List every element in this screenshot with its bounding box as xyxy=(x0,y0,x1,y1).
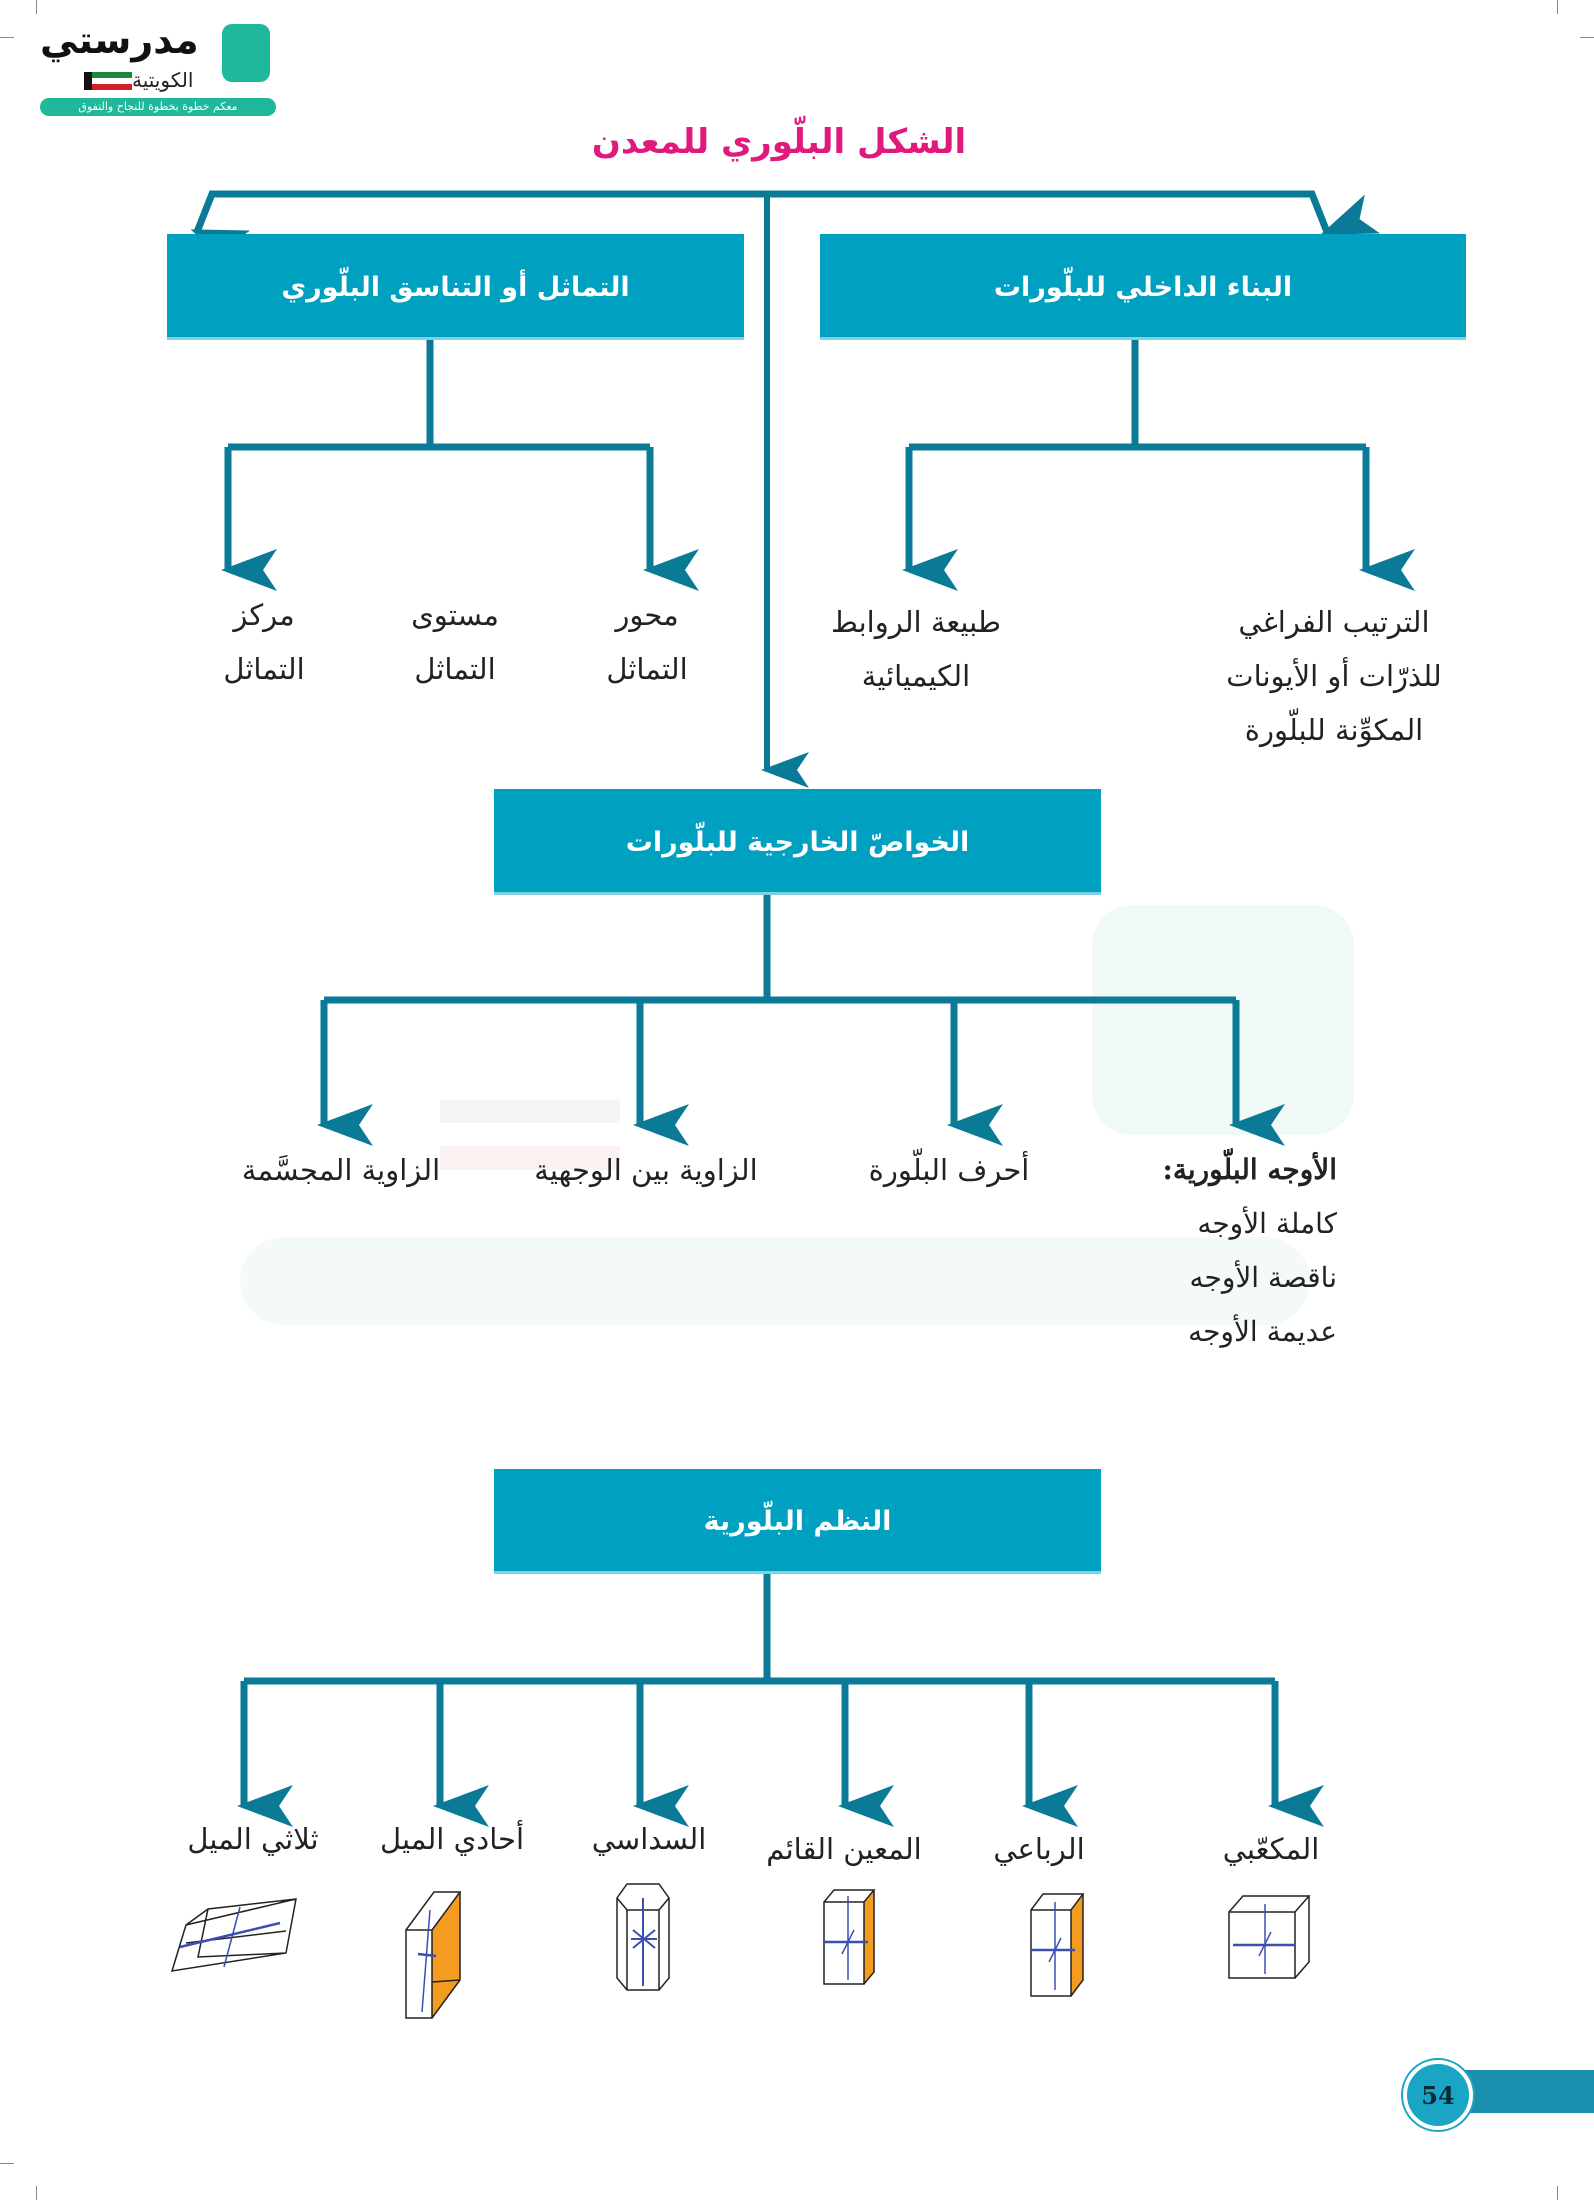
page-number-bar xyxy=(1455,2070,1594,2113)
external-branch xyxy=(324,895,1236,1004)
page-number: 54 xyxy=(1403,2060,1473,2130)
label-line: محور xyxy=(615,598,679,632)
system-hexagonal: السداسي xyxy=(591,1822,707,1856)
system-tetragonal: الرباعي xyxy=(993,1832,1085,1866)
kuwait-flag-icon xyxy=(84,72,132,90)
logo-slogan: معكم خطوة بخطوة للنجاح والتفوق xyxy=(40,98,276,116)
crop-mark xyxy=(36,2186,37,2200)
faces-item: ناقصة الأوجه xyxy=(1189,1261,1338,1294)
solid-angle: الزاوية المجسَّمة xyxy=(241,1153,441,1187)
box-internal-structure: البناء الداخلي للبلّورات xyxy=(820,234,1466,340)
system-triclinic: ثلاثي الميل xyxy=(187,1822,319,1856)
crop-mark xyxy=(0,2163,14,2164)
crop-mark xyxy=(1580,37,1594,38)
box-symmetry: التماثل أو التناسق البلّوري xyxy=(167,234,744,340)
faces-item: عديمة الأوجه xyxy=(1188,1315,1337,1348)
crystal-faces: الأوجه البلّورية: كاملة الأوجه ناقصة الأ… xyxy=(1163,1143,1338,1359)
crop-mark xyxy=(0,37,14,38)
system-monoclinic: أحادي الميل xyxy=(379,1822,525,1856)
interfacial-angle: الزاوية بين الوجهية xyxy=(534,1153,758,1187)
watermark-logo-mark xyxy=(1092,905,1354,1135)
logo-name: مدرستي xyxy=(40,18,199,62)
symmetry-plane: مستوى التماثل xyxy=(411,588,499,696)
box-external-properties: الخواصّ الخارجية للبلّورات xyxy=(494,789,1101,895)
symmetry-center: مركز التماثل xyxy=(223,588,304,696)
symmetry-branch xyxy=(228,340,650,451)
orthorhombic-crystal-icon xyxy=(823,1889,876,1985)
label-line: الكيميائية xyxy=(861,659,971,693)
system-cubic: المكعّبي xyxy=(1222,1832,1320,1866)
crop-mark xyxy=(36,0,37,14)
logo-sub: الكويتية xyxy=(132,68,194,92)
label-line: مركز xyxy=(233,598,295,632)
systems-branch xyxy=(244,1574,1275,1685)
label-line: التماثل xyxy=(414,652,496,686)
crystal-edges: أحرف البلّورة xyxy=(868,1153,1030,1187)
label-line: مستوى xyxy=(411,598,499,632)
hexagonal-crystal-icon xyxy=(616,1883,670,1991)
crop-mark xyxy=(1557,0,1558,14)
crop-mark xyxy=(1557,2186,1558,2200)
watermark-flag xyxy=(440,1100,620,1170)
symmetry-axis: محور التماثل xyxy=(606,588,687,696)
chemical-bonds: طبيعة الروابط الكيميائية xyxy=(831,595,1001,703)
faces-item: كاملة الأوجه xyxy=(1197,1207,1337,1240)
faces-heading: الأوجه البلّورية: xyxy=(1162,1153,1338,1186)
label-line: للذرّات أو الأيونات xyxy=(1226,659,1442,693)
internal-branch xyxy=(909,340,1366,451)
monoclinic-crystal-icon xyxy=(405,1891,462,2019)
cubic-crystal-icon xyxy=(1228,1895,1311,1979)
triclinic-crystal-icon xyxy=(170,1898,297,1972)
label-line: التماثل xyxy=(223,652,305,686)
label-line: المكوِّنة للبلّورة xyxy=(1244,713,1424,747)
tetragonal-crystal-icon xyxy=(1030,1893,1085,1997)
top-branch xyxy=(190,190,1381,270)
watermark-slogan-band xyxy=(240,1237,1310,1325)
logo-mark xyxy=(222,24,270,82)
label-line: التماثل xyxy=(606,652,688,686)
box-crystal-systems: النظم البلّورية xyxy=(494,1469,1101,1574)
label-line: طبيعة الروابط xyxy=(831,605,1001,639)
spatial-arrangement: الترتيب الفراغي للذرّات أو الأيونات المكوِ… xyxy=(1226,595,1441,757)
logo: مدرستي الكويتية معكم خطوة بخطوة للنجاح و… xyxy=(36,18,286,118)
page-title: الشكل البلّوري للمعدن xyxy=(591,122,967,162)
label-line: الترتيب الفراغي xyxy=(1238,605,1430,639)
system-orthorhombic: المعين القائم xyxy=(766,1832,922,1866)
